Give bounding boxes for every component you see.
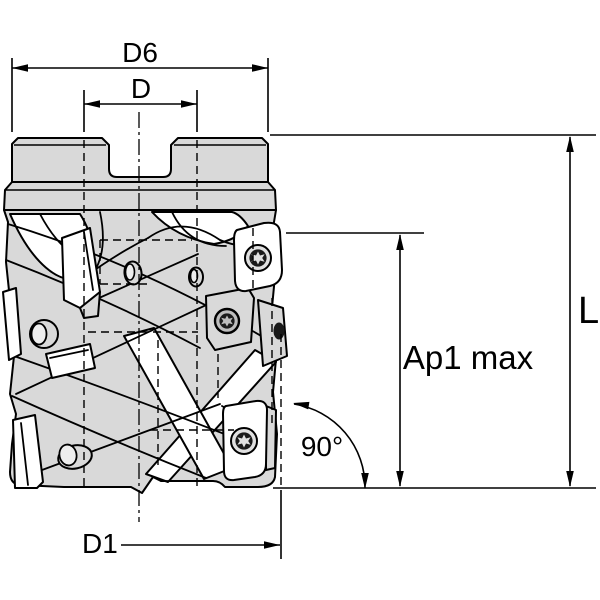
dimension-angle: 90° — [293, 401, 369, 489]
dimension-d: D — [83, 73, 198, 132]
insert-edge-on — [257, 299, 288, 367]
flange — [3, 181, 277, 211]
dim-label-angle: 90° — [301, 431, 343, 462]
dimension-d6: D6 — [11, 37, 269, 132]
dimension-d1: D1 — [82, 490, 282, 559]
dim-label-d1: D1 — [82, 528, 118, 559]
torx-screw-top-right — [244, 244, 272, 272]
cutter-body — [2, 112, 288, 522]
dimension-l: L — [270, 134, 599, 489]
dimension-ap1: Ap1 max — [286, 232, 534, 487]
torx-screw-mid — [213, 307, 241, 335]
insert-left-sliver — [2, 287, 22, 361]
dim-label-ap1: Ap1 max — [403, 339, 534, 376]
dim-label-d: D — [131, 73, 151, 104]
dim-label-d6: D6 — [122, 37, 158, 68]
screw-holes — [29, 260, 204, 470]
dim-label-l: L — [578, 290, 599, 332]
insert-mid-left — [45, 343, 96, 379]
torx-screw-bottom-right — [230, 427, 258, 455]
dimensions: D6 D L Ap1 max — [11, 37, 599, 559]
torx-screws — [213, 244, 272, 455]
hidden-lines — [83, 140, 282, 487]
arbor-mount — [11, 137, 269, 183]
insert-bottom-left — [12, 414, 44, 489]
